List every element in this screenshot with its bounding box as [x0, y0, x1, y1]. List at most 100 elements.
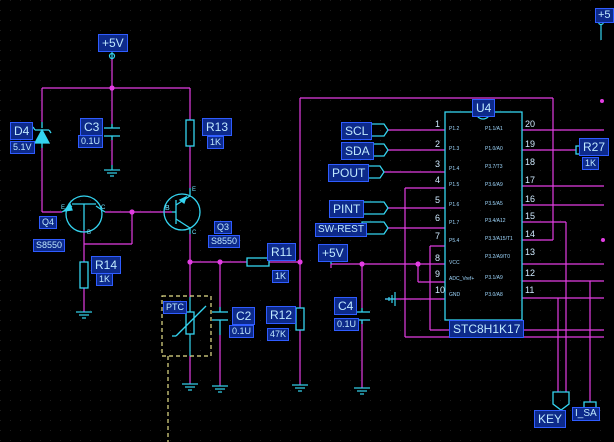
u4-pin-14-name: P3.3/A15/T1	[485, 236, 513, 242]
u4-pin-10-name: GND	[449, 292, 461, 298]
port-key-label[interactable]: KEY	[534, 410, 567, 428]
ground-gnd-pin	[385, 292, 396, 306]
q3-pin-c: C	[192, 230, 197, 236]
resistor-r14[interactable]	[79, 261, 89, 289]
u4-pin-13-name: P3.2/A9/T0	[485, 254, 511, 260]
u4-pin-7-number: 7	[435, 231, 441, 241]
d4-ref: D4	[10, 122, 34, 140]
supply-mid-label: +5V	[318, 244, 348, 262]
u4-pin-7-name: P5.4	[449, 238, 460, 244]
u4-pin-15-number: 15	[525, 211, 536, 221]
r12-value: 47K	[267, 328, 290, 341]
u4-pin-9-number: 9	[435, 269, 441, 279]
edge-markers	[600, 99, 605, 242]
u4-pin-3-number: 3	[435, 159, 441, 169]
r12-ref: R12	[266, 306, 297, 324]
u4-pin-19-number: 19	[525, 139, 536, 149]
u4-pin-6-number: 6	[435, 213, 441, 223]
r13-value: 1K	[207, 136, 225, 149]
u4-pin-1-name: P1.2	[449, 126, 460, 132]
u4-pin-11-name: P3.0/A8	[485, 292, 503, 298]
port-pint-label[interactable]: PINT	[329, 200, 365, 218]
ptc-ref: PTC	[163, 301, 187, 314]
u4-pin-14-number: 14	[525, 229, 536, 239]
capacitor-c3[interactable]	[104, 124, 120, 140]
u4-pin-16-number: 16	[525, 194, 536, 204]
ground-c4	[354, 387, 370, 395]
c2-ref: C2	[232, 307, 256, 325]
junctions	[109, 85, 421, 267]
r27-value: 1K	[582, 157, 600, 170]
supply-top-label: +5V	[98, 34, 128, 52]
u4-pin-5-number: 5	[435, 195, 441, 205]
ground-c3	[104, 165, 120, 177]
q3-pin-e: E	[192, 187, 197, 193]
d4-value: 5.1V	[10, 141, 35, 154]
c4-value: 0.1U	[334, 318, 360, 331]
port-scl-label[interactable]: SCL	[341, 122, 373, 140]
supply-top	[108, 52, 116, 60]
u4-part: STC8H1K17	[449, 320, 525, 338]
r11-value: 1K	[272, 270, 290, 283]
u4-pin-20-name: P1.1/A1	[485, 126, 503, 132]
u4-ref: U4	[472, 99, 496, 117]
r27-ref: R27	[579, 138, 610, 156]
ground-c2	[212, 385, 228, 393]
c4-ref: C4	[334, 297, 358, 315]
q4-pin-b: B	[87, 230, 92, 236]
c3-value: 0.1U	[78, 135, 104, 148]
ground-ptc	[182, 383, 198, 391]
u4-pin-13-number: 13	[525, 247, 536, 257]
port-pout-label[interactable]: POUT	[328, 164, 370, 182]
u4-pin-12-name: P3.1/A9	[485, 275, 503, 281]
u4-pin-12-number: 12	[525, 268, 536, 278]
r14-value: 1K	[96, 273, 114, 286]
u4-pin-8-number: 8	[435, 253, 441, 263]
capacitor-c2[interactable]	[212, 307, 228, 335]
u4-pin-3-name: P1.4	[449, 166, 460, 172]
c3-ref: C3	[80, 118, 104, 136]
wires-left	[41, 59, 554, 386]
q4-ref: Q4	[39, 216, 58, 229]
q4-value: S8550	[33, 239, 66, 252]
ptc-thermistor[interactable]	[161, 295, 212, 357]
q3-value: S8550	[208, 235, 241, 248]
r11-ref: R11	[267, 243, 297, 261]
u4-pin-9-name: ADC_Vref+	[449, 276, 475, 282]
c2-value: 0.1U	[229, 325, 255, 338]
supply-corner-label: +5	[595, 8, 614, 23]
q3-pin-b: B	[165, 205, 170, 212]
u4-pin-11-number: 11	[525, 285, 535, 295]
r13-ref: R13	[202, 118, 233, 136]
u4-pin-17-name: P3.6/A9	[485, 182, 503, 188]
u4-pin-2-number: 2	[435, 139, 441, 149]
q3-ref: Q3	[214, 221, 233, 234]
port-swrest-label[interactable]: SW-REST	[315, 223, 367, 237]
u4-pin-18-name: P3.7/T3	[485, 164, 503, 170]
transistor-q3[interactable]	[163, 188, 201, 234]
u4-pin-6-name: P1.7	[449, 220, 460, 226]
port-sda-label[interactable]: SDA	[341, 142, 374, 160]
resistor-r13[interactable]	[185, 119, 195, 147]
u4-pin-15-name: P3.4/A12	[485, 218, 506, 224]
u4-pin-10-number: 10	[435, 285, 446, 295]
u4-pin-19-name: P1.0/A0	[485, 146, 503, 152]
r14-ref: R14	[91, 256, 122, 274]
u4-pin-4-number: 4	[435, 175, 441, 185]
u4-pin-16-name: P3.5/A5	[485, 201, 503, 207]
port-sa-label[interactable]: I_SA	[572, 407, 600, 421]
u4-pin-1-number: 1	[435, 119, 441, 129]
u4-pin-17-number: 17	[525, 175, 536, 185]
resistor-r11[interactable]	[246, 257, 270, 267]
u4-pin-18-number: 18	[525, 157, 536, 167]
u4-pin-2-name: P1.3	[449, 146, 460, 152]
u4-pin-4-name: P1.5	[449, 182, 460, 188]
u4-pin-20-number: 20	[525, 119, 536, 129]
q4-pin-c: C	[101, 205, 106, 211]
u4-pin-8-name: VCC	[449, 260, 460, 266]
u4-pin-5-name: P1.6	[449, 202, 460, 208]
q4-pin-e: E	[61, 205, 66, 211]
transistor-q4[interactable]	[61, 195, 106, 233]
